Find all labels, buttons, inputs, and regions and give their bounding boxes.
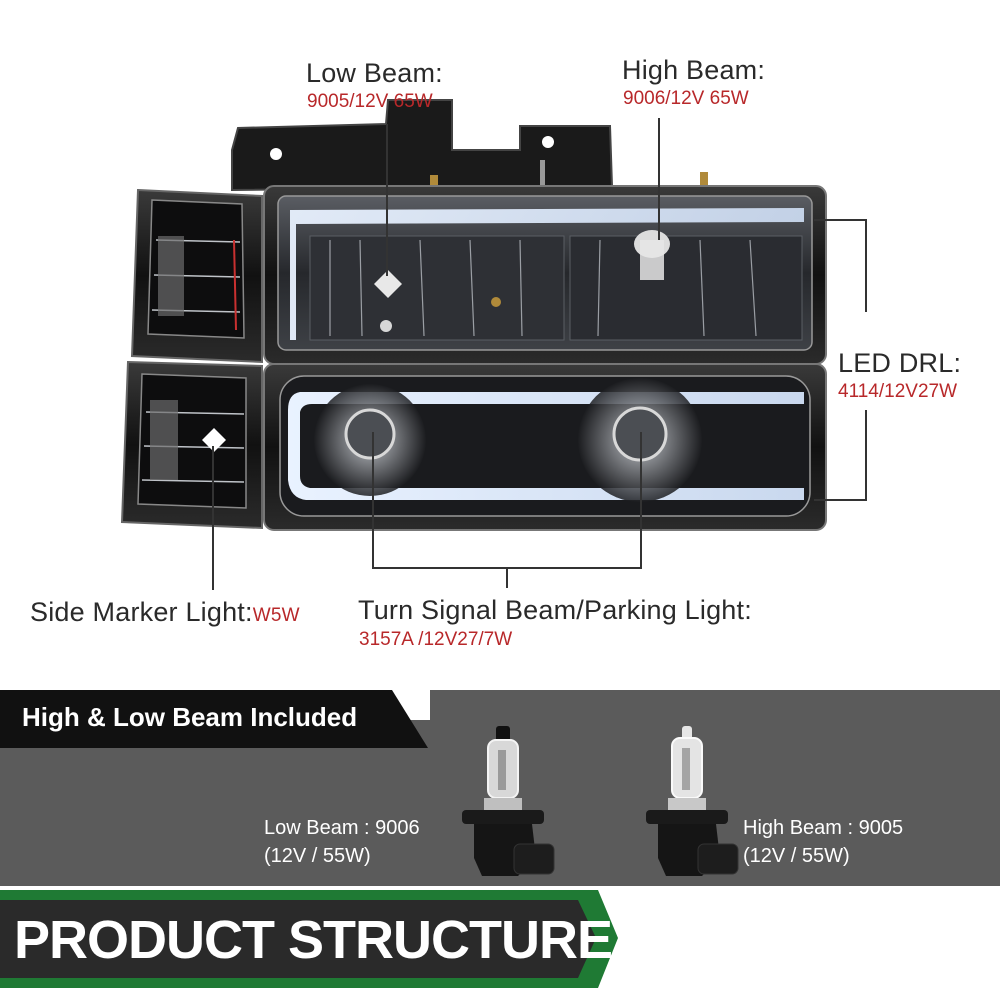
bulb-9006-icon (462, 726, 555, 876)
low-beam-label: Low Beam: (306, 58, 443, 88)
product-structure-banner (0, 886, 1000, 1000)
side-marker-light (120, 360, 263, 530)
led-drl-spec: 4114/12V27W (838, 381, 958, 402)
included-ribbon (0, 690, 430, 748)
bulb-high-beam-line1: High Beam : 9005 (743, 817, 904, 839)
low-beam-spec: 9005/12V 65W (307, 91, 433, 112)
turn-signal-label: Turn Signal Beam/Parking Light: (358, 595, 752, 625)
headlight-assembly-illustration (120, 99, 867, 590)
bulb-low-beam-line2: (12V / 55W) (264, 845, 371, 867)
callout-leader-lines (212, 118, 867, 590)
bulb-high-beam-text: High Beam : 9005 (12V / 55W) (743, 814, 903, 870)
included-bulbs-section: High & Low Beam Included Low Beam : 9006… (0, 690, 1000, 1000)
corner-light-upper (130, 188, 263, 364)
high-beam-label: High Beam: (622, 55, 766, 85)
headlight-housing-upper (263, 185, 827, 365)
product-structure-title: PRODUCT STRUCTURE (14, 910, 613, 970)
high-beam-spec: 9006/12V 65W (623, 88, 749, 109)
bulb-low-beam-line1: Low Beam : 9006 (264, 817, 420, 839)
product-diagram-section: Low Beam: 9005/12V 65W High Beam: 9006/1… (30, 55, 962, 650)
bulb-high-beam-line2: (12V / 55W) (743, 845, 850, 867)
side-marker-label-text: Side Marker Light: (30, 597, 253, 627)
bulb-9005-icon (646, 726, 739, 876)
included-ribbon-text: High & Low Beam Included (22, 702, 358, 732)
turn-signal-spec: 3157A /12V27/7W (359, 629, 513, 650)
side-marker-spec: W5W (252, 605, 300, 626)
turn-signal-housing (263, 363, 827, 531)
led-drl-label: LED DRL: (838, 348, 962, 378)
bulb-low-beam-text: Low Beam : 9006 (12V / 55W) (264, 814, 420, 870)
side-marker-label: Side Marker Light:W5W (30, 597, 300, 628)
mounting-bracket (231, 99, 708, 192)
